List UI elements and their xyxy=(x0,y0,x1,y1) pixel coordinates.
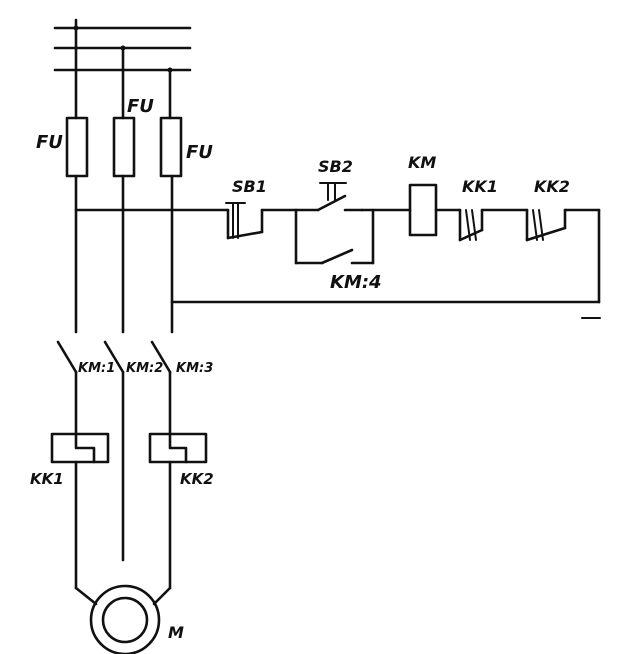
label-kk2-heater: KK2 xyxy=(180,470,214,488)
label-sb2: SB2 xyxy=(318,157,353,176)
label-km4: KM:4 xyxy=(330,272,382,293)
phase-wires-top xyxy=(74,18,172,120)
kk2-thermal-contact xyxy=(525,208,567,242)
label-sb1: SB1 xyxy=(232,177,267,196)
motor-outer-ring xyxy=(89,584,161,654)
label-km-coil: KM xyxy=(408,153,436,172)
sb1-pushbutton xyxy=(225,202,264,240)
label-kk1-heater: KK1 xyxy=(30,470,64,488)
thermal-heaters xyxy=(50,432,208,464)
fuse-mid xyxy=(112,116,136,178)
label-km3: KM:3 xyxy=(176,361,213,376)
km-coil xyxy=(408,183,438,237)
fuse-left xyxy=(65,116,89,178)
sb2-pushbutton xyxy=(294,182,364,212)
km4-holding-contact xyxy=(294,208,375,265)
kk2-heater xyxy=(148,432,208,464)
kk1-thermal-contact xyxy=(458,208,484,242)
fuse-right xyxy=(159,116,183,178)
main-contacts xyxy=(56,340,172,374)
motor xyxy=(74,584,172,654)
label-kk2-contact: KK2 xyxy=(534,177,570,196)
label-fuse-left: FU xyxy=(36,132,63,153)
kk1-heater xyxy=(50,432,110,464)
label-km1: KM:1 xyxy=(78,361,115,376)
label-kk1-contact: KK1 xyxy=(462,177,498,196)
labels: FU FU FU SB1 SB2 KM KK1 KK2 KM:4 KM:1 KM… xyxy=(30,96,570,642)
fuses xyxy=(65,116,183,178)
control-circuit xyxy=(74,182,601,319)
label-motor: M xyxy=(168,623,184,642)
motor-inner-ring xyxy=(101,596,149,644)
label-km2: KM:2 xyxy=(126,361,163,376)
motor-power-wires xyxy=(74,370,172,590)
phase-wires-mid xyxy=(74,174,174,334)
label-fuse-mid: FU xyxy=(127,96,154,117)
label-fuse-right: FU xyxy=(186,142,213,163)
